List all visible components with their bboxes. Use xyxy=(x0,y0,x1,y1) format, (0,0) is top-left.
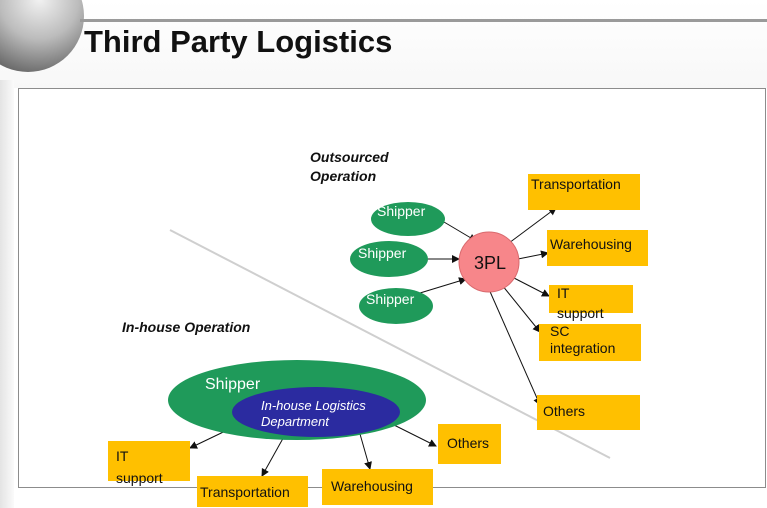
outsourced-shipper-1: Shipper xyxy=(371,202,445,236)
inhouse-transportation-label: Transportation xyxy=(200,484,290,500)
inhouse-it-support-box: IT support xyxy=(108,441,190,486)
outsourced-it-label-line2: support xyxy=(557,305,604,321)
arrow-shipper3-3pl xyxy=(419,277,467,294)
side-strip xyxy=(0,80,14,508)
arrow-3pl-sc-integration xyxy=(501,284,541,333)
outsourced-label-line1: Outsourced xyxy=(310,149,389,165)
inhouse-logistics-department: In-house Logistics Department xyxy=(232,387,400,437)
header-divider xyxy=(80,19,767,22)
outsourced-it-support-box: IT support xyxy=(549,285,633,321)
outsourced-others-box: Others xyxy=(537,395,640,430)
page-title: Third Party Logistics xyxy=(84,24,393,59)
inhouse-others-box: Others xyxy=(438,424,501,464)
outsourced-it-label-line1: IT xyxy=(557,285,570,301)
department-label-line2: Department xyxy=(261,414,330,429)
outsourced-sc-label-line1: SC xyxy=(550,323,569,339)
outsourced-warehousing-label: Warehousing xyxy=(550,236,632,252)
inhouse-transportation-box: Transportation xyxy=(197,476,308,507)
outsourced-shipper-1-label: Shipper xyxy=(377,203,426,219)
outsourced-transportation-box: Transportation xyxy=(528,174,640,210)
hub-3pl: 3PL xyxy=(458,231,520,293)
outsourced-transportation-label: Transportation xyxy=(531,176,621,192)
outsourced-shipper-3: Shipper xyxy=(359,288,433,324)
arrow-3pl-others xyxy=(487,286,541,406)
outsourced-shipper-2-label: Shipper xyxy=(358,245,407,261)
inhouse-shipper-label: Shipper xyxy=(205,376,261,393)
hub-3pl-label: 3PL xyxy=(474,253,506,273)
inhouse-others-label: Others xyxy=(447,435,489,451)
outsourced-warehousing-box: Warehousing xyxy=(547,230,648,266)
arrow-3pl-it-support xyxy=(513,277,550,297)
inhouse-warehousing-label: Warehousing xyxy=(331,478,413,494)
arrow-3pl-transportation xyxy=(508,207,557,244)
inhouse-it-label-line2: support xyxy=(116,470,163,486)
department-label-line1: In-house Logistics xyxy=(261,398,366,413)
outsourced-others-label: Others xyxy=(543,403,585,419)
outsourced-label-line2: Operation xyxy=(310,168,376,184)
header-bar xyxy=(0,0,767,88)
inhouse-warehousing-box: Warehousing xyxy=(322,469,433,505)
outsourced-sc-integration-box: SC integration xyxy=(539,323,641,361)
inhouse-label: In-house Operation xyxy=(122,319,250,335)
outsourced-shipper-2: Shipper xyxy=(350,241,428,277)
inhouse-it-label-line1: IT xyxy=(116,448,129,464)
arrow-3pl-warehousing xyxy=(517,250,549,260)
arrow-dept-transportation xyxy=(261,432,287,477)
arrow-dept-warehousing xyxy=(359,433,372,470)
outsourced-shipper-3-label: Shipper xyxy=(366,291,415,307)
diagonal-divider xyxy=(169,229,611,459)
arrow-dept-others xyxy=(391,423,437,447)
outsourced-sc-label-line2: integration xyxy=(550,340,615,356)
